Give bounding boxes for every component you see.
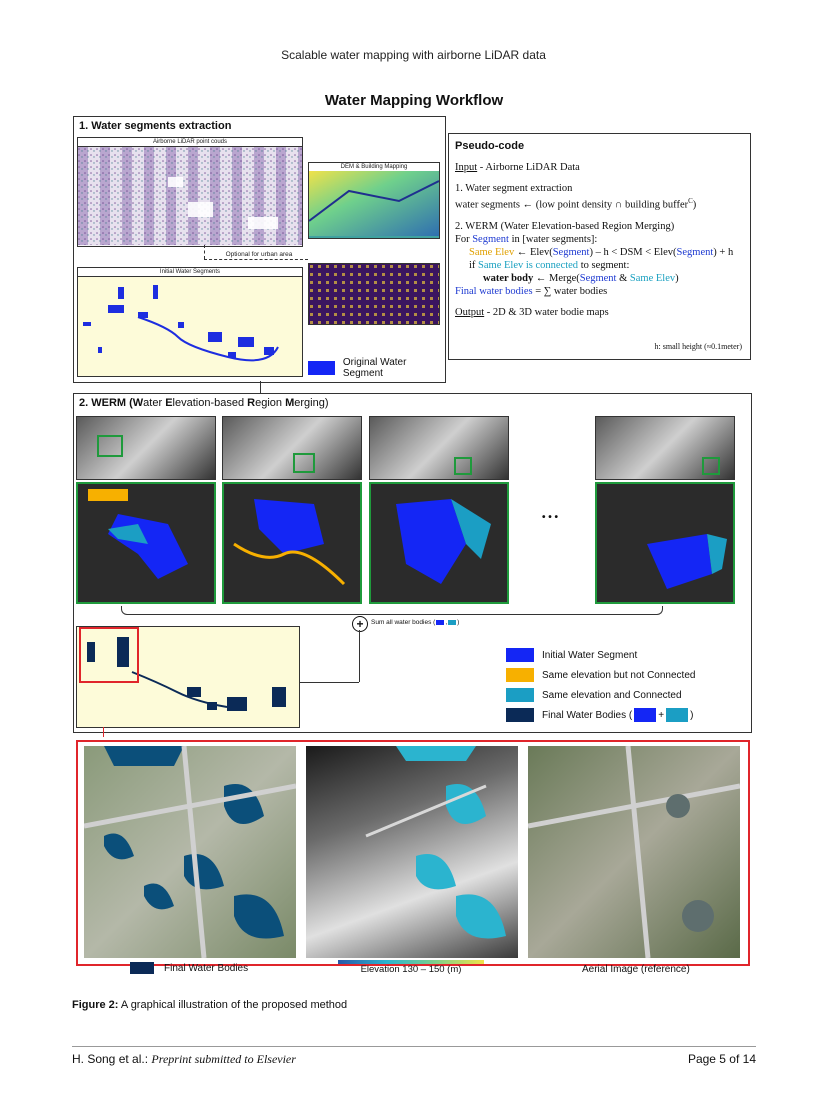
- werm-overview-3: [369, 416, 509, 480]
- lidar-points-graphic: [78, 147, 302, 245]
- section1-panel: 1. Water segments extraction Airborne Li…: [73, 116, 446, 383]
- lidar-point-cloud-image: Airborne LiDAR point couds: [77, 137, 303, 247]
- werm-overview-1: [76, 416, 216, 480]
- pseudocode-if-line: if Same Elev is connected to segment:: [469, 259, 630, 271]
- werm-zoom-2-graphic: [233, 499, 346, 586]
- elevation-image: [306, 746, 518, 958]
- footer-left: H. Song et al.: Preprint submitted to El…: [72, 1052, 296, 1066]
- zoom-box: [79, 627, 139, 683]
- pseudocode-step1-text: water segments ← (low point density ∩ bu…: [455, 197, 697, 211]
- final-bodies-swatch: [130, 962, 154, 974]
- footer-page: Page 5 of 14: [687, 1052, 756, 1066]
- legend-initial: Initial Water Segment: [506, 648, 695, 662]
- section2-panel: 2. WERM (Water Elevation-based Region Me…: [73, 393, 752, 733]
- legend-not-connected: Same elevation but not Connected: [506, 668, 695, 682]
- figure-title: Water Mapping Workflow: [324, 92, 504, 109]
- final-water-map: [76, 626, 300, 728]
- plus-circle-icon: +: [352, 616, 368, 632]
- pseudocode-step2-title: 2. WERM (Water Elevation-based Region Me…: [455, 220, 675, 232]
- dem-image: DEM & Building Mapping: [308, 162, 440, 239]
- dem-graphic: [309, 171, 439, 236]
- werm-zoom-3: [369, 482, 509, 604]
- initial-segments-label: Initial Water Segments: [78, 268, 302, 277]
- figure-caption: Figure 2: A graphical illustration of th…: [72, 999, 348, 1011]
- legend-connected: Same elevation and Connected: [506, 688, 695, 702]
- sum-arrow-v: [359, 630, 360, 682]
- pseudocode-output: Output - 2D & 3D water bodie maps: [455, 306, 609, 318]
- pseudocode-sameelev-line: Same Elev ← Elev(Segment) – h < DSM < El…: [469, 246, 734, 258]
- ellipsis: • • •: [542, 512, 559, 523]
- sum-label: Sum all water bodies (,): [371, 619, 460, 626]
- pseudocode-final-line: Final water bodies = ∑ water bodies: [455, 285, 608, 297]
- final-water-overlay-image: [84, 746, 296, 958]
- section2-title: 2. WERM (Water Elevation-based Region Me…: [79, 397, 329, 409]
- aerial-image: [528, 746, 740, 958]
- final-water-map-graphic: [87, 637, 286, 711]
- pseudocode-input: Input - Airborne LiDAR Data: [455, 162, 580, 173]
- dem-label: DEM & Building Mapping: [309, 163, 439, 171]
- pseudocode-title: Pseudo-code: [455, 140, 525, 152]
- legend-not-connected-swatch: [506, 668, 534, 682]
- original-segment-swatch: [308, 361, 335, 375]
- original-segment-label: Original Water Segment: [342, 357, 407, 379]
- original-segment-legend: Original Water Segment: [308, 357, 445, 379]
- pseudocode-panel: Pseudo-code Input - Airborne LiDAR Data …: [448, 133, 751, 360]
- pseudocode-note: h: small height (≈0.1meter): [654, 342, 742, 351]
- optional-connector-h: [204, 259, 308, 260]
- red-arrow: [103, 727, 104, 737]
- panel-connector: [260, 381, 261, 393]
- optional-label: Optional for urban area: [225, 251, 293, 258]
- pseudocode-merge-line: water body ← Merge(Segment & Same Elev): [483, 272, 679, 284]
- running-header: Scalable water mapping with airborne LiD…: [281, 48, 546, 62]
- sum-brace: [121, 606, 663, 615]
- aerial-graphic: [528, 746, 740, 958]
- optional-connector: [204, 245, 205, 259]
- werm-legend: Initial Water Segment Same elevation but…: [506, 648, 695, 728]
- sum-arrow-h: [300, 682, 359, 683]
- initial-segments-map: [83, 285, 279, 362]
- aerial-legend: Aerial Image (reference): [582, 964, 690, 975]
- werm-zoom-3-graphic: [396, 499, 491, 584]
- werm-zoom-2: [222, 482, 362, 604]
- werm-zoom-4-graphic: [647, 534, 727, 589]
- initial-segments-image: Initial Water Segments: [77, 267, 303, 377]
- building-graphic: [309, 264, 439, 324]
- final-bodies-legend: Final Water Bodies: [130, 962, 248, 974]
- pseudocode-for-line: For Segment in [water segments]:: [455, 233, 598, 245]
- legend-final: Final Water Bodies (+): [506, 708, 695, 722]
- werm-zoom-1: [76, 482, 216, 604]
- werm-overview-4: [595, 416, 735, 480]
- elevation-legend: Elevation 130 – 150 (m): [338, 960, 484, 975]
- result-panel: [76, 740, 750, 966]
- final-water-overlay-graphic: [84, 746, 296, 958]
- werm-overview-2: [222, 416, 362, 480]
- legend-final-swatch: [506, 708, 534, 722]
- werm-zoom-1-graphic: [88, 489, 188, 579]
- pseudocode-step1-title: 1. Water segment extraction: [455, 183, 573, 194]
- werm-zoom-4: [595, 482, 735, 604]
- building-image: [308, 263, 440, 325]
- workflow-figure: Water Mapping Workflow 1. Water segments…: [72, 86, 756, 992]
- footer-rule: [72, 1046, 756, 1047]
- elevation-graphic: [365, 746, 506, 939]
- legend-connected-swatch: [506, 688, 534, 702]
- section1-title: 1. Water segments extraction: [79, 120, 232, 132]
- legend-initial-swatch: [506, 648, 534, 662]
- elevation-colorbar: [338, 960, 484, 964]
- lidar-label: Airborne LiDAR point couds: [78, 138, 302, 147]
